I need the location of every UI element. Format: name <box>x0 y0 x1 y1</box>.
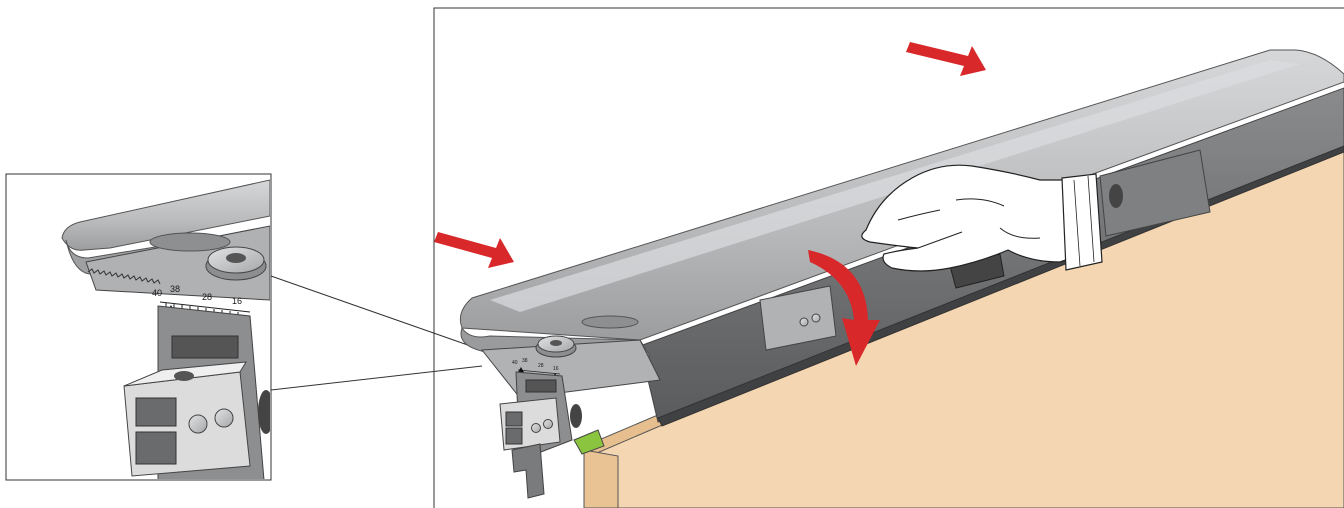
middle-bolt-b <box>811 313 821 323</box>
main-frame <box>433 7 1344 508</box>
inset-rail-top <box>61 179 270 251</box>
push-arrow-icon-left <box>434 232 514 268</box>
inset-clamp-opening-upper <box>135 397 177 427</box>
connector-line-bottom <box>270 365 483 391</box>
middle-carrier <box>759 285 837 351</box>
inset-scale-label-1: 38 <box>170 284 180 294</box>
rotate-arrow-icon <box>808 250 880 366</box>
rail-top-highlight <box>490 60 1300 312</box>
middle-bolt-a <box>799 317 809 327</box>
front-carrier-window <box>525 379 557 393</box>
screw-icon <box>205 246 267 281</box>
main-view: 40 38 28 16 <box>433 7 1344 508</box>
connector-line-top <box>270 275 483 351</box>
door-front-edge <box>583 449 619 508</box>
rear-carrier <box>1099 149 1211 237</box>
screw-icon-main <box>535 335 577 358</box>
detail-inset: 40 38 28 16 <box>5 173 272 481</box>
front-bolt-b <box>543 419 553 429</box>
inset-bolt-b <box>214 408 234 428</box>
inset-slot <box>149 232 231 252</box>
inset-scale-ticks <box>159 301 251 316</box>
inset-bolt-a <box>188 414 208 434</box>
front-clamp-opening-lower <box>505 427 523 445</box>
inset-scale-label-2: 28 <box>202 292 212 302</box>
main-scale-label-2: 28 <box>538 363 544 369</box>
front-clamp-opening-upper <box>505 411 523 427</box>
push-arrow-icon <box>906 42 986 76</box>
rail-slot <box>581 315 639 329</box>
inset-top-screw <box>174 371 194 381</box>
inset-scale-label-3: 16 <box>232 296 242 306</box>
green-part <box>573 429 605 455</box>
main-scale-label-1: 38 <box>522 358 528 364</box>
front-carrier-foot <box>511 443 545 499</box>
shirt-cuff <box>1061 173 1103 271</box>
inset-serration <box>87 268 161 285</box>
main-scale-ticks <box>517 369 561 375</box>
inset-clamp-opening-lower <box>135 431 177 465</box>
front-carrier-hole <box>570 404 582 428</box>
rear-carrier-hole <box>1109 184 1123 208</box>
main-scale-label-0: 40 <box>512 360 518 366</box>
front-bolt-a <box>531 423 541 433</box>
inset-carrier-window <box>171 335 239 359</box>
inset-side-hole <box>258 390 270 434</box>
main-scale-label-3: 16 <box>553 366 559 372</box>
inset-scale-label-0: 40 <box>152 288 162 298</box>
hand-icon <box>861 164 1103 272</box>
